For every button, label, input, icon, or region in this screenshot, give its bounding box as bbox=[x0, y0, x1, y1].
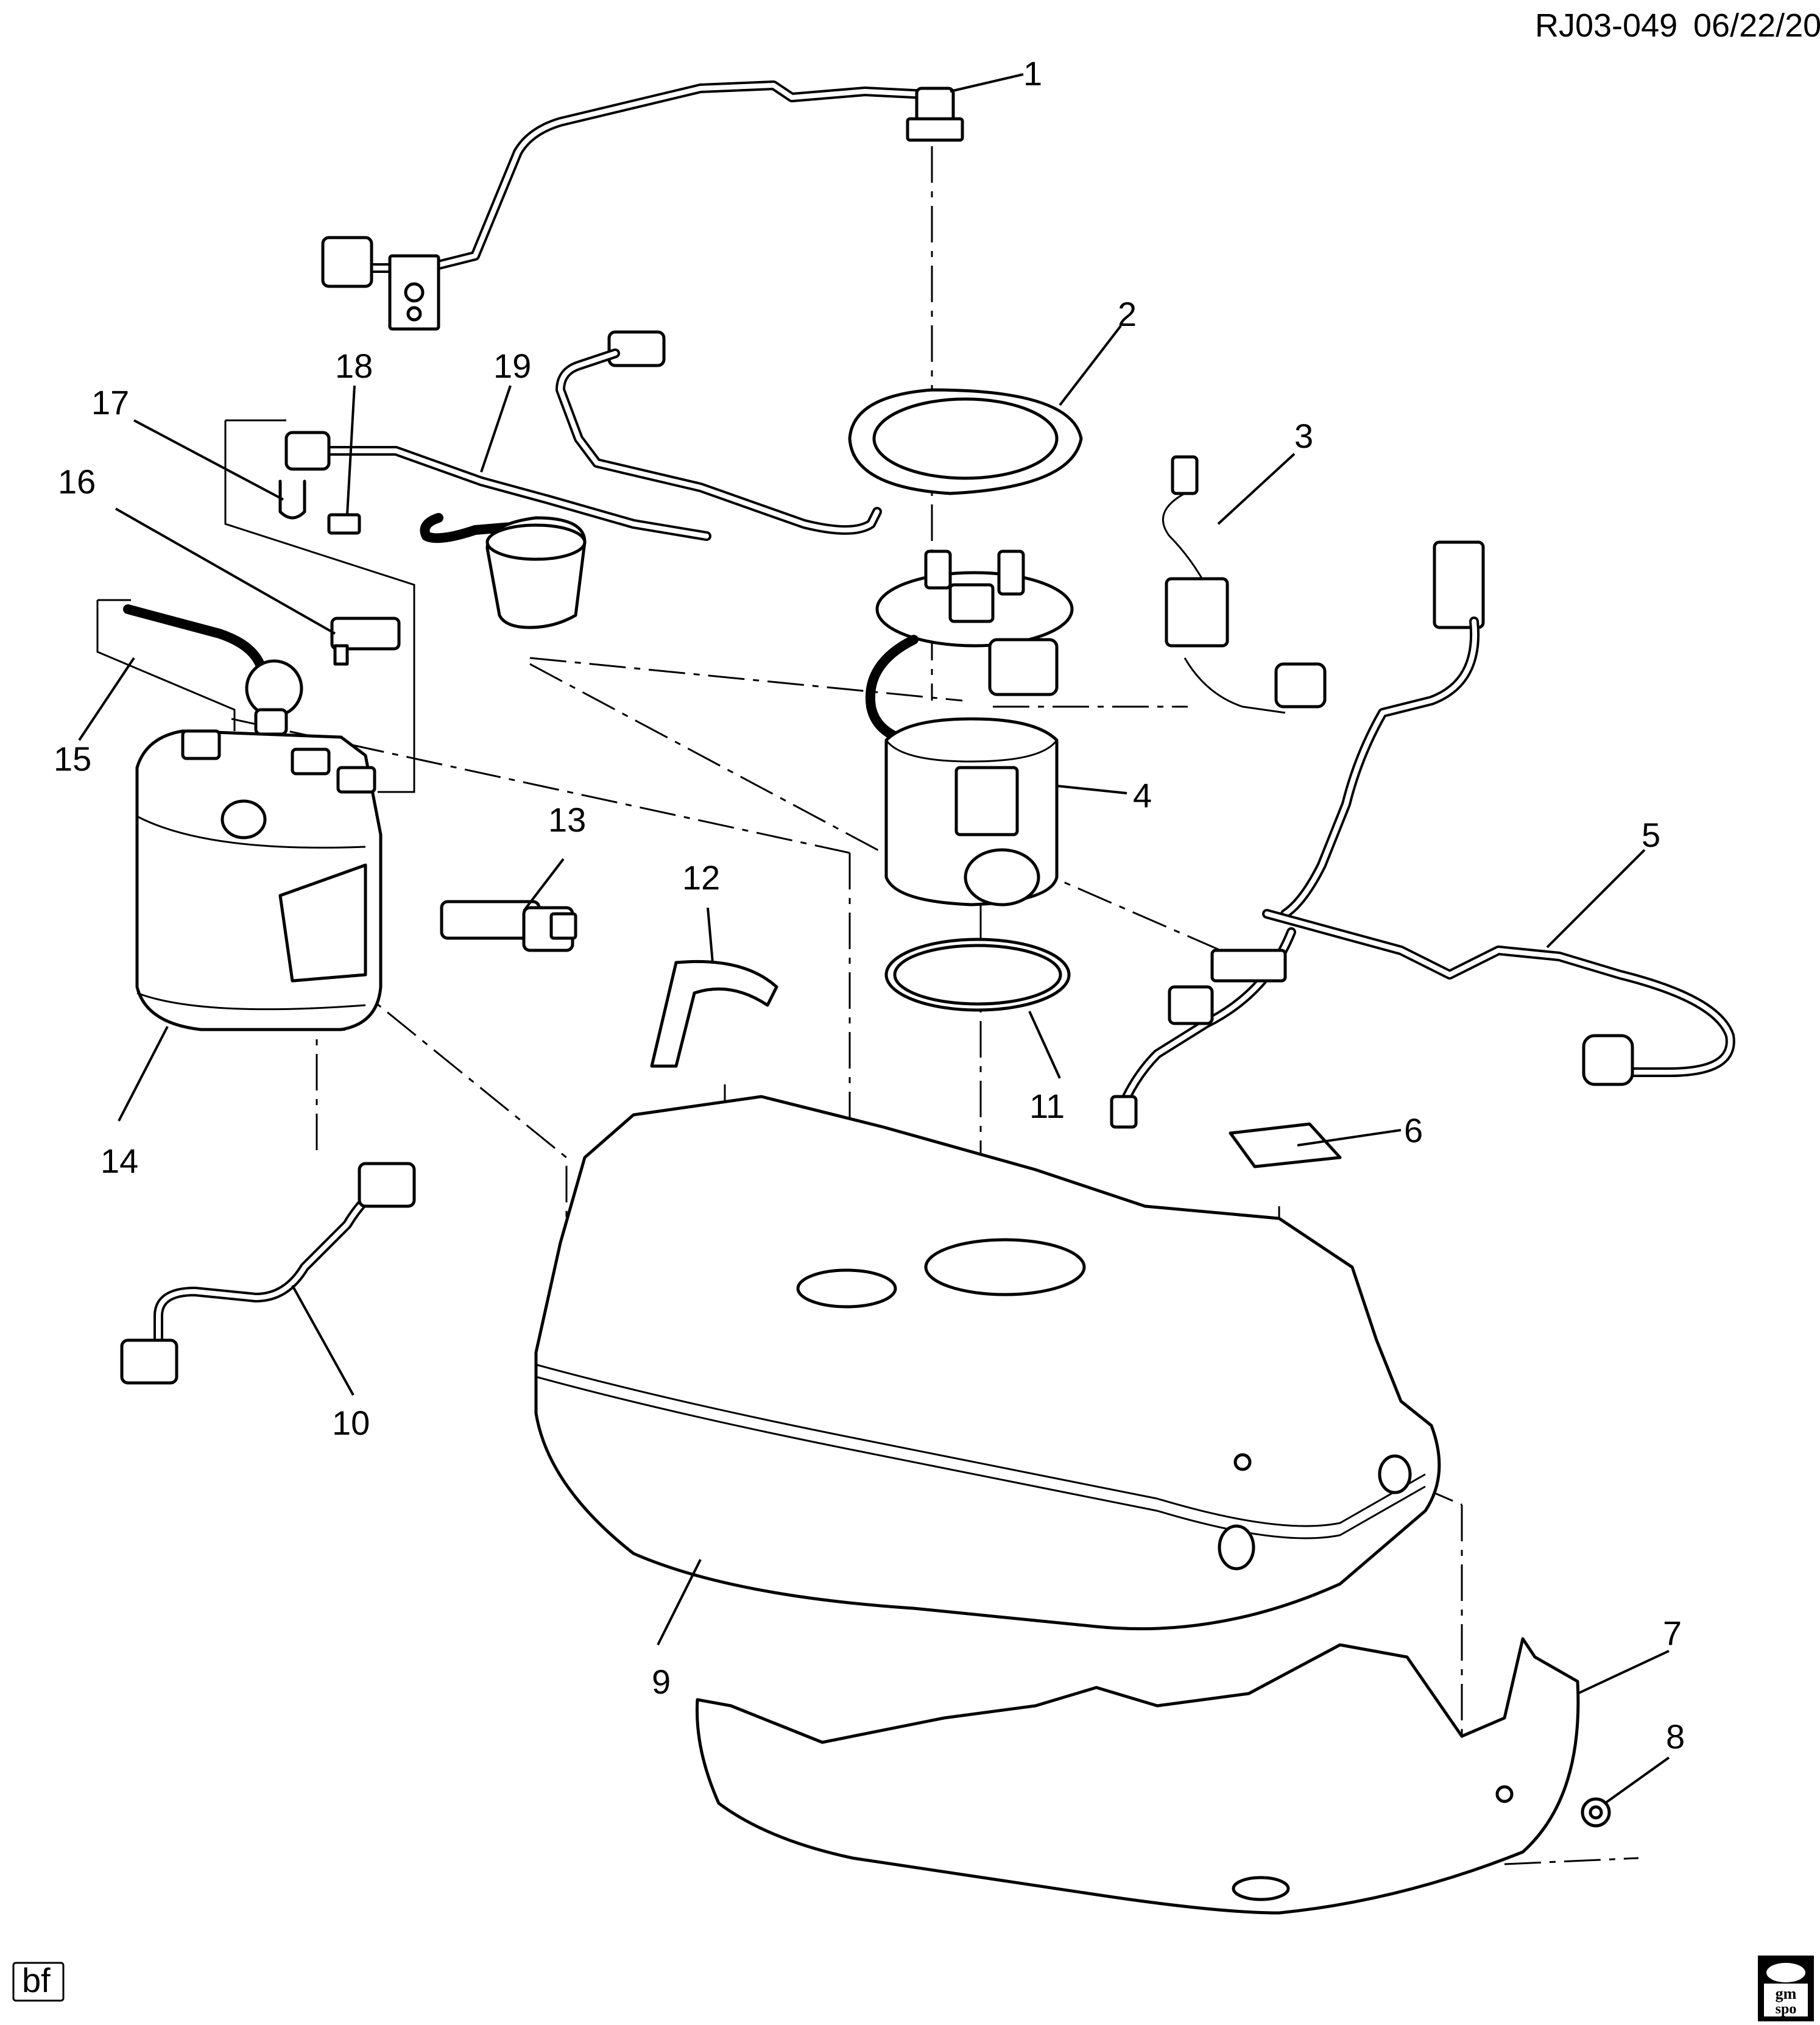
corner-tag: bf bbox=[12, 1961, 65, 2002]
callout-3: 3 bbox=[1294, 417, 1313, 455]
callout-12: 12 bbox=[682, 858, 720, 897]
callout-6: 6 bbox=[1404, 1111, 1423, 1150]
bracket-lines bbox=[96, 419, 415, 793]
fastener-nut bbox=[1581, 1797, 1611, 1828]
vapor-connector bbox=[330, 617, 401, 666]
callout-18: 18 bbox=[335, 347, 373, 385]
vapor-pipe-lower bbox=[120, 1162, 416, 1385]
callout-1: 1 bbox=[1023, 54, 1042, 93]
vent-hose bbox=[123, 604, 303, 736]
callout-16: 16 bbox=[58, 462, 96, 501]
gm-spo-logo: gm spo bbox=[1758, 1956, 1814, 2021]
callout-19: 19 bbox=[493, 347, 531, 385]
callout-17: 17 bbox=[91, 383, 129, 422]
fuel-feed-pipe bbox=[321, 80, 964, 331]
callout-11: 11 bbox=[1029, 1087, 1065, 1125]
callout-8: 8 bbox=[1666, 1717, 1685, 1756]
callout-5: 5 bbox=[1642, 816, 1660, 854]
logo-line-2: spo bbox=[1776, 2001, 1797, 2017]
callout-9: 9 bbox=[652, 1663, 671, 1701]
callout-10: 10 bbox=[332, 1404, 370, 1442]
leader-lines bbox=[78, 73, 1670, 1804]
purge-valve bbox=[440, 900, 577, 952]
corner-tag-text: bf bbox=[22, 1961, 51, 1999]
lock-ring bbox=[848, 388, 1083, 495]
callout-14: 14 bbox=[101, 1142, 138, 1180]
fuel-tank bbox=[534, 1095, 1441, 1631]
callout-7: 7 bbox=[1663, 1614, 1682, 1652]
grommet bbox=[327, 513, 361, 535]
logo-line-1: gm bbox=[1776, 1985, 1797, 2002]
fuel-pump-seal bbox=[884, 938, 1071, 1012]
diagram-date: 06/22/2011 bbox=[1693, 7, 1820, 44]
vent-pipe bbox=[284, 330, 882, 629]
wiring-harness bbox=[1110, 540, 1735, 1129]
diagram-code: RJ03-049 bbox=[1535, 7, 1677, 44]
evap-canister bbox=[135, 729, 383, 1031]
callout-labels: 1 2 3 4 5 6 7 8 9 10 11 12 13 14 15 16 1… bbox=[54, 54, 1685, 1756]
callout-2: 2 bbox=[1118, 295, 1137, 333]
callout-4: 4 bbox=[1133, 776, 1152, 815]
retaining-clip bbox=[278, 479, 306, 520]
fuel-pump-module bbox=[865, 550, 1074, 906]
fuel-level-sensor bbox=[1162, 455, 1327, 714]
callout-15: 15 bbox=[54, 740, 91, 778]
tank-bracket bbox=[650, 959, 778, 1068]
callout-13: 13 bbox=[548, 800, 586, 839]
tank-shield-large bbox=[695, 1637, 1580, 1915]
tank-shield-small bbox=[1229, 1122, 1342, 1168]
